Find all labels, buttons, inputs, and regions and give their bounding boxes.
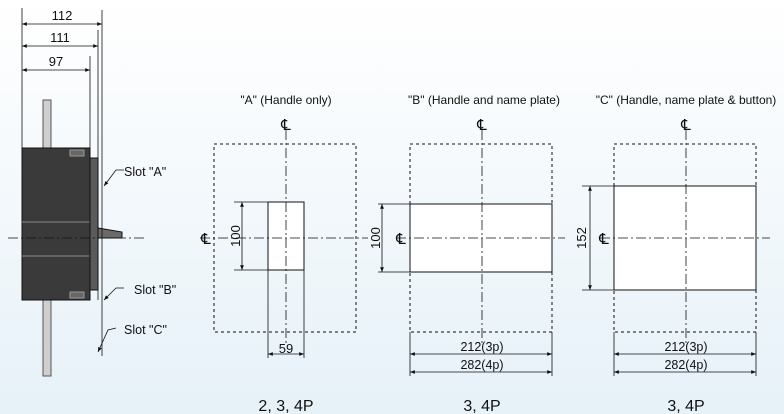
cutout-a-title: "A" (Handle only)	[240, 93, 331, 107]
breaker-body	[21, 147, 91, 301]
cutout-c-width-4p: 282(4p)	[664, 358, 707, 372]
cutout-b-height: 100	[368, 227, 383, 249]
cutout-b-cl-top: ℄	[476, 117, 487, 134]
shaft-bottom	[42, 299, 52, 377]
cutout-a-cl-left: ℄	[200, 231, 211, 248]
cutout-c-cl-top: ℄	[680, 117, 691, 134]
cutout-a-height: 100	[228, 225, 243, 247]
slot-a-label: Slot "A"	[124, 165, 166, 179]
cutout-b-title: "B" (Handle and name plate)	[408, 93, 560, 107]
cutout-b-poles: 3, 4P	[463, 398, 500, 414]
cutout-b-width-3p: 212(3p)	[460, 340, 503, 354]
cutout-c-width-3p: 212(3p)	[664, 340, 707, 354]
dim-112: 112	[52, 8, 73, 23]
cutout-a-cl-top: ℄	[280, 117, 291, 134]
cutout-a-width: 59	[279, 341, 293, 356]
slot-c-label: Slot "C"	[124, 323, 167, 337]
cutout-b	[378, 130, 565, 376]
cutout-a	[200, 130, 368, 358]
dim-111: 111	[50, 30, 70, 45]
shaft-top	[42, 99, 52, 149]
slot-b-label: Slot "B"	[134, 283, 176, 297]
cutout-a-poles: 2, 3, 4P	[258, 398, 313, 414]
cutout-c-height: 152	[574, 227, 589, 249]
cutout-c-poles: 3, 4P	[667, 398, 704, 414]
cutout-c	[582, 130, 770, 376]
side-view	[8, 8, 145, 377]
cutout-b-width-4p: 282(4p)	[460, 358, 503, 372]
cutout-c-title: "C" (Handle, name plate & button)	[596, 93, 777, 107]
dim-97: 97	[49, 54, 63, 69]
cutout-b-cl-left: ℄	[395, 231, 406, 248]
front-cover	[89, 157, 99, 291]
cutout-c-cl-left: ℄	[598, 231, 609, 248]
